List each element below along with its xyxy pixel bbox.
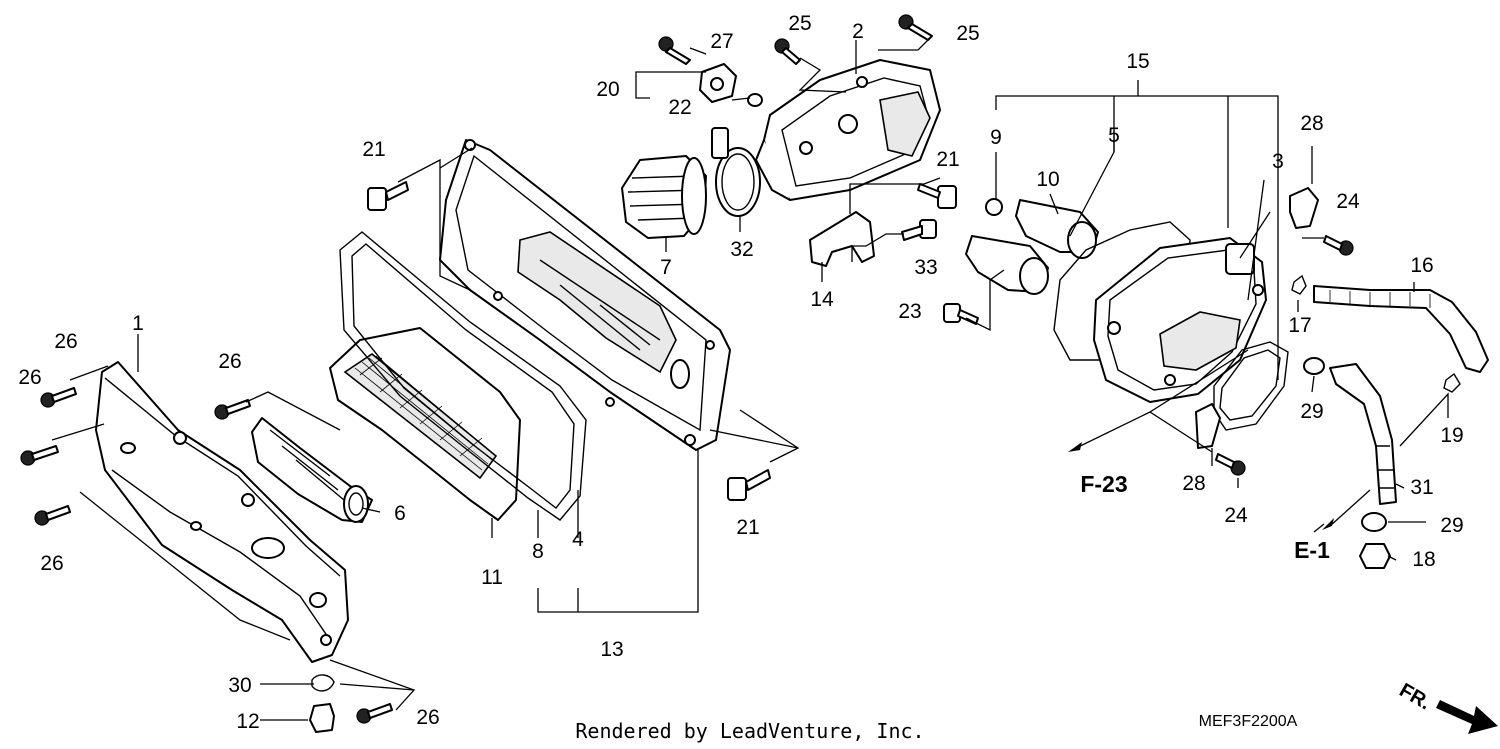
air-cleaner-case: [439, 139, 731, 451]
callout-4: 4: [572, 528, 584, 551]
connecting-tubes: [965, 198, 1099, 295]
callout-29-a: 29: [1300, 400, 1323, 423]
callout-16: 16: [1410, 254, 1433, 277]
drain-plug: [1359, 543, 1391, 569]
callout-25-b: 25: [956, 22, 979, 45]
callout-3: 3: [1272, 150, 1284, 173]
callout-29-b: 29: [1440, 514, 1463, 537]
bolt-24-b: [1215, 453, 1246, 476]
drain-tube: [1329, 363, 1397, 505]
tube-clamp-upper: [1303, 357, 1325, 375]
callout-6: 6: [394, 502, 406, 525]
callout-8: 8: [532, 540, 544, 563]
callout-24-a: 24: [1336, 190, 1360, 213]
bracket: [809, 211, 875, 267]
air-filter-element: [329, 327, 521, 521]
small-clip-30: [311, 674, 335, 692]
callout-30: 30: [228, 674, 251, 697]
e1-arrow: [1322, 518, 1334, 530]
bolt-25-b: [898, 14, 933, 41]
tube-clamp-lower: [1361, 512, 1387, 532]
callout-20: 20: [596, 78, 619, 101]
front-direction-arrow: FR.: [1396, 679, 1498, 734]
callout-26-e: 26: [416, 706, 439, 729]
cover-gasket-inner: [1219, 349, 1281, 421]
callout-13: 13: [600, 638, 623, 661]
bolt-26-b: [20, 445, 59, 466]
callout-23: 23: [898, 300, 921, 323]
breather-hose: [1313, 285, 1489, 373]
bolt-26-e: [356, 703, 393, 724]
secondary-case: [1053, 221, 1267, 403]
callout-10: 10: [1036, 168, 1059, 191]
callout-7: 7: [660, 256, 672, 279]
bolt-25-a: [774, 38, 801, 65]
ref-f23: F-23: [1080, 471, 1127, 497]
callout-1: 1: [132, 312, 144, 335]
callout-31: 31: [1410, 476, 1433, 499]
callout-11: 11: [481, 566, 503, 589]
small-clip-17: [1291, 274, 1307, 295]
callout-14: 14: [810, 288, 834, 311]
callout-28-b: 28: [1182, 472, 1205, 495]
render-credit: Rendered by LeadVenture, Inc.: [575, 719, 924, 743]
bolt-21-b: [727, 469, 771, 501]
element-gasket: [339, 231, 587, 521]
element-gasket-inner: [351, 243, 575, 509]
callout-24-b: 24: [1224, 504, 1248, 527]
bolt-24-a: [1323, 235, 1354, 256]
bolt-26-a: [40, 387, 77, 408]
callout-15: 15: [1126, 50, 1149, 73]
callout-25-a: 25: [788, 12, 811, 35]
bolt-26-c: [34, 505, 71, 526]
bolt-23: [943, 303, 979, 325]
callout-21-b: 21: [936, 148, 959, 171]
callout-26-a: 26: [54, 330, 77, 353]
callout-17: 17: [1288, 314, 1311, 337]
bolt-21-a: [367, 181, 409, 211]
callout-12: 12: [236, 710, 259, 733]
filter-mesh: [354, 355, 497, 471]
small-clip-19: [1443, 372, 1461, 393]
leader-lines: [51, 37, 1449, 721]
callout-9: 9: [990, 126, 1002, 149]
upper-case: [755, 59, 941, 201]
sensor-assembly: [699, 63, 763, 107]
callout-21-c: 21: [736, 516, 759, 539]
intake-funnel: [251, 417, 373, 523]
bolt-33: [901, 219, 937, 241]
callout-labels: 1 2 3 4 5 6 7 8 9 10 11 12 13 14 15 16 1…: [18, 12, 1463, 733]
direction-label: FR.: [1396, 679, 1435, 714]
callout-2: 2: [852, 20, 864, 43]
bolt-26-d: [214, 399, 251, 420]
drain-cap: [309, 703, 335, 733]
hose-clip-lower: [1195, 403, 1221, 449]
air-cleaner-cover: [95, 361, 349, 663]
ref-e1: E-1: [1294, 537, 1330, 563]
rubber-boot: [621, 155, 707, 239]
callout-26-c: 26: [40, 552, 63, 575]
f23-arrow: [1068, 442, 1082, 452]
callout-26-b: 26: [18, 366, 41, 389]
callout-32: 32: [730, 238, 753, 261]
callout-5: 5: [1108, 124, 1120, 147]
callout-22: 22: [668, 96, 691, 119]
callout-18: 18: [1412, 548, 1435, 571]
bolt-27: [658, 36, 691, 65]
callout-33: 33: [914, 256, 937, 279]
callout-26-d: 26: [218, 350, 241, 373]
hose-clip-upper: [1289, 187, 1319, 229]
callout-19: 19: [1440, 424, 1463, 447]
diagram-code: MEF3F2200A: [1199, 713, 1298, 730]
hose-clamp: [711, 127, 761, 217]
callout-27: 27: [710, 30, 733, 53]
bolt-21-c: [917, 183, 957, 209]
callout-21-a: 21: [362, 138, 385, 161]
callout-28-a: 28: [1300, 112, 1323, 135]
